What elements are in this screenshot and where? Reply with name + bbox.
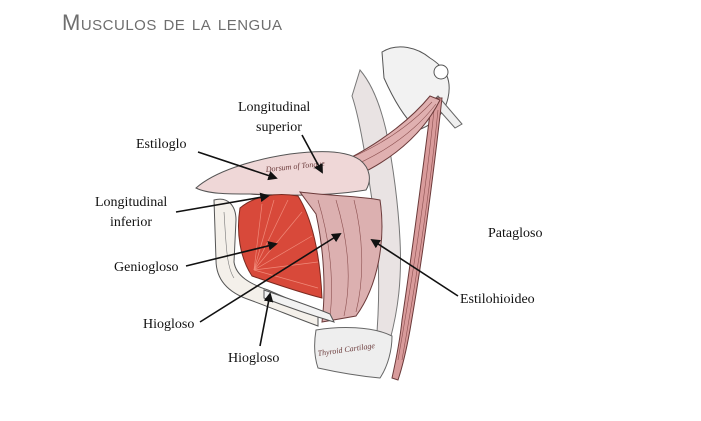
tongue-dorsum <box>195 151 370 196</box>
genioglossus-fibers <box>253 199 319 289</box>
label-longitudinal-inferior-line1: Longitudinal <box>95 195 167 210</box>
leader-estilogloso <box>197 151 278 181</box>
slide-title: Musculos de la lengua <box>62 10 283 35</box>
label-patagloso: Patagloso <box>488 226 542 241</box>
label-longitudinal-superior-line2: superior <box>256 120 302 135</box>
leader-longitudinal-inferior <box>175 192 270 213</box>
stylohyoid-muscle <box>391 97 443 381</box>
leader-hiogloso-2 <box>259 292 274 347</box>
leader-geniogloso <box>185 241 278 267</box>
leader-lines <box>175 134 459 347</box>
hyoglossus-muscle <box>298 191 383 323</box>
label-hiogloso-2: Hiogloso <box>228 351 279 366</box>
label-estilohioideo: Estilohioideo <box>460 292 535 307</box>
skull-foramen <box>433 64 449 80</box>
label-longitudinal-superior-line1: Longitudinal <box>238 100 310 115</box>
leader-longitudinal-superior <box>301 134 323 174</box>
hyoid-bone <box>263 289 335 323</box>
thyroid-cartilage <box>314 327 393 379</box>
leader-hiogloso-1 <box>199 232 342 323</box>
label-hiogloso-1: Hiogloso <box>143 317 194 332</box>
label-estilogloso: Estiloglo <box>136 137 187 152</box>
leader-estilohioideo <box>370 238 459 297</box>
label-geniogloso: Geniogloso <box>114 260 179 275</box>
label-longitudinal-inferior-line2: inferior <box>110 215 152 230</box>
genioglossus-muscle <box>238 194 323 299</box>
